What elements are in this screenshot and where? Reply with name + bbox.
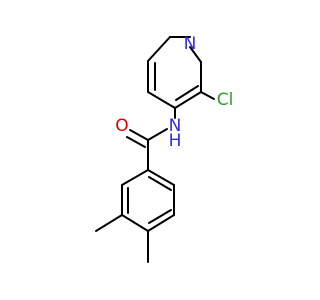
atom-label-o: O [115,116,128,136]
atom-label-h-amide: H [169,131,182,151]
bond [147,169,175,186]
structure-diagram: N Cl N H O [95,34,234,263]
bond [200,91,215,100]
atom-label-n-amide: N [169,116,182,136]
bond [147,128,168,141]
bond [148,176,172,191]
atom-label-cl: Cl [217,90,234,110]
benzene-ring [121,169,175,232]
bond [147,36,171,62]
atom-label-n-ring: N [184,34,197,54]
bond [147,214,175,232]
molecule-canvas: N Cl N H O [95,34,234,263]
bond [129,129,149,141]
bond [174,91,202,109]
bond [175,85,199,101]
methyl-bond [95,214,123,232]
bond [126,136,146,148]
bond [147,91,176,109]
bond [148,209,172,224]
bond [189,46,202,63]
bond [121,214,149,232]
bond [121,169,149,186]
pyridine-ring [147,36,202,109]
